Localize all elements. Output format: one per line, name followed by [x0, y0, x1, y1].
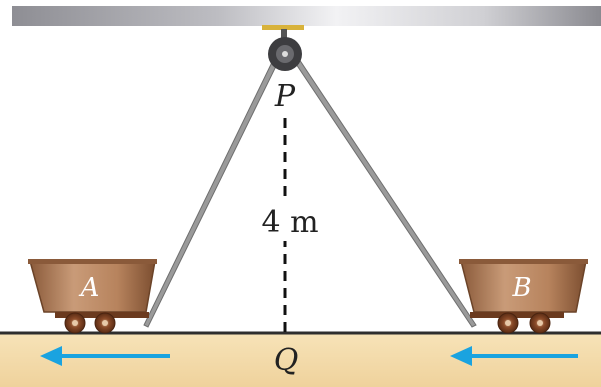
ceiling-bar [12, 6, 601, 26]
ground [0, 333, 601, 387]
height-label: 4 m [261, 205, 318, 240]
pulley-label: P [274, 79, 296, 114]
pulley [268, 29, 302, 71]
ground-point-label: Q [274, 343, 299, 378]
height-label-bg [256, 201, 324, 241]
rope-left [143, 51, 283, 328]
arrow-left-icon [40, 346, 170, 366]
arrow-left-icon [450, 346, 578, 366]
cart-b-label: B [511, 273, 531, 303]
cart-b [459, 259, 588, 334]
cart-a-label: A [79, 273, 100, 303]
pulley-mount-plate [262, 25, 304, 30]
cart-a [28, 259, 157, 334]
rope-right [287, 49, 477, 328]
